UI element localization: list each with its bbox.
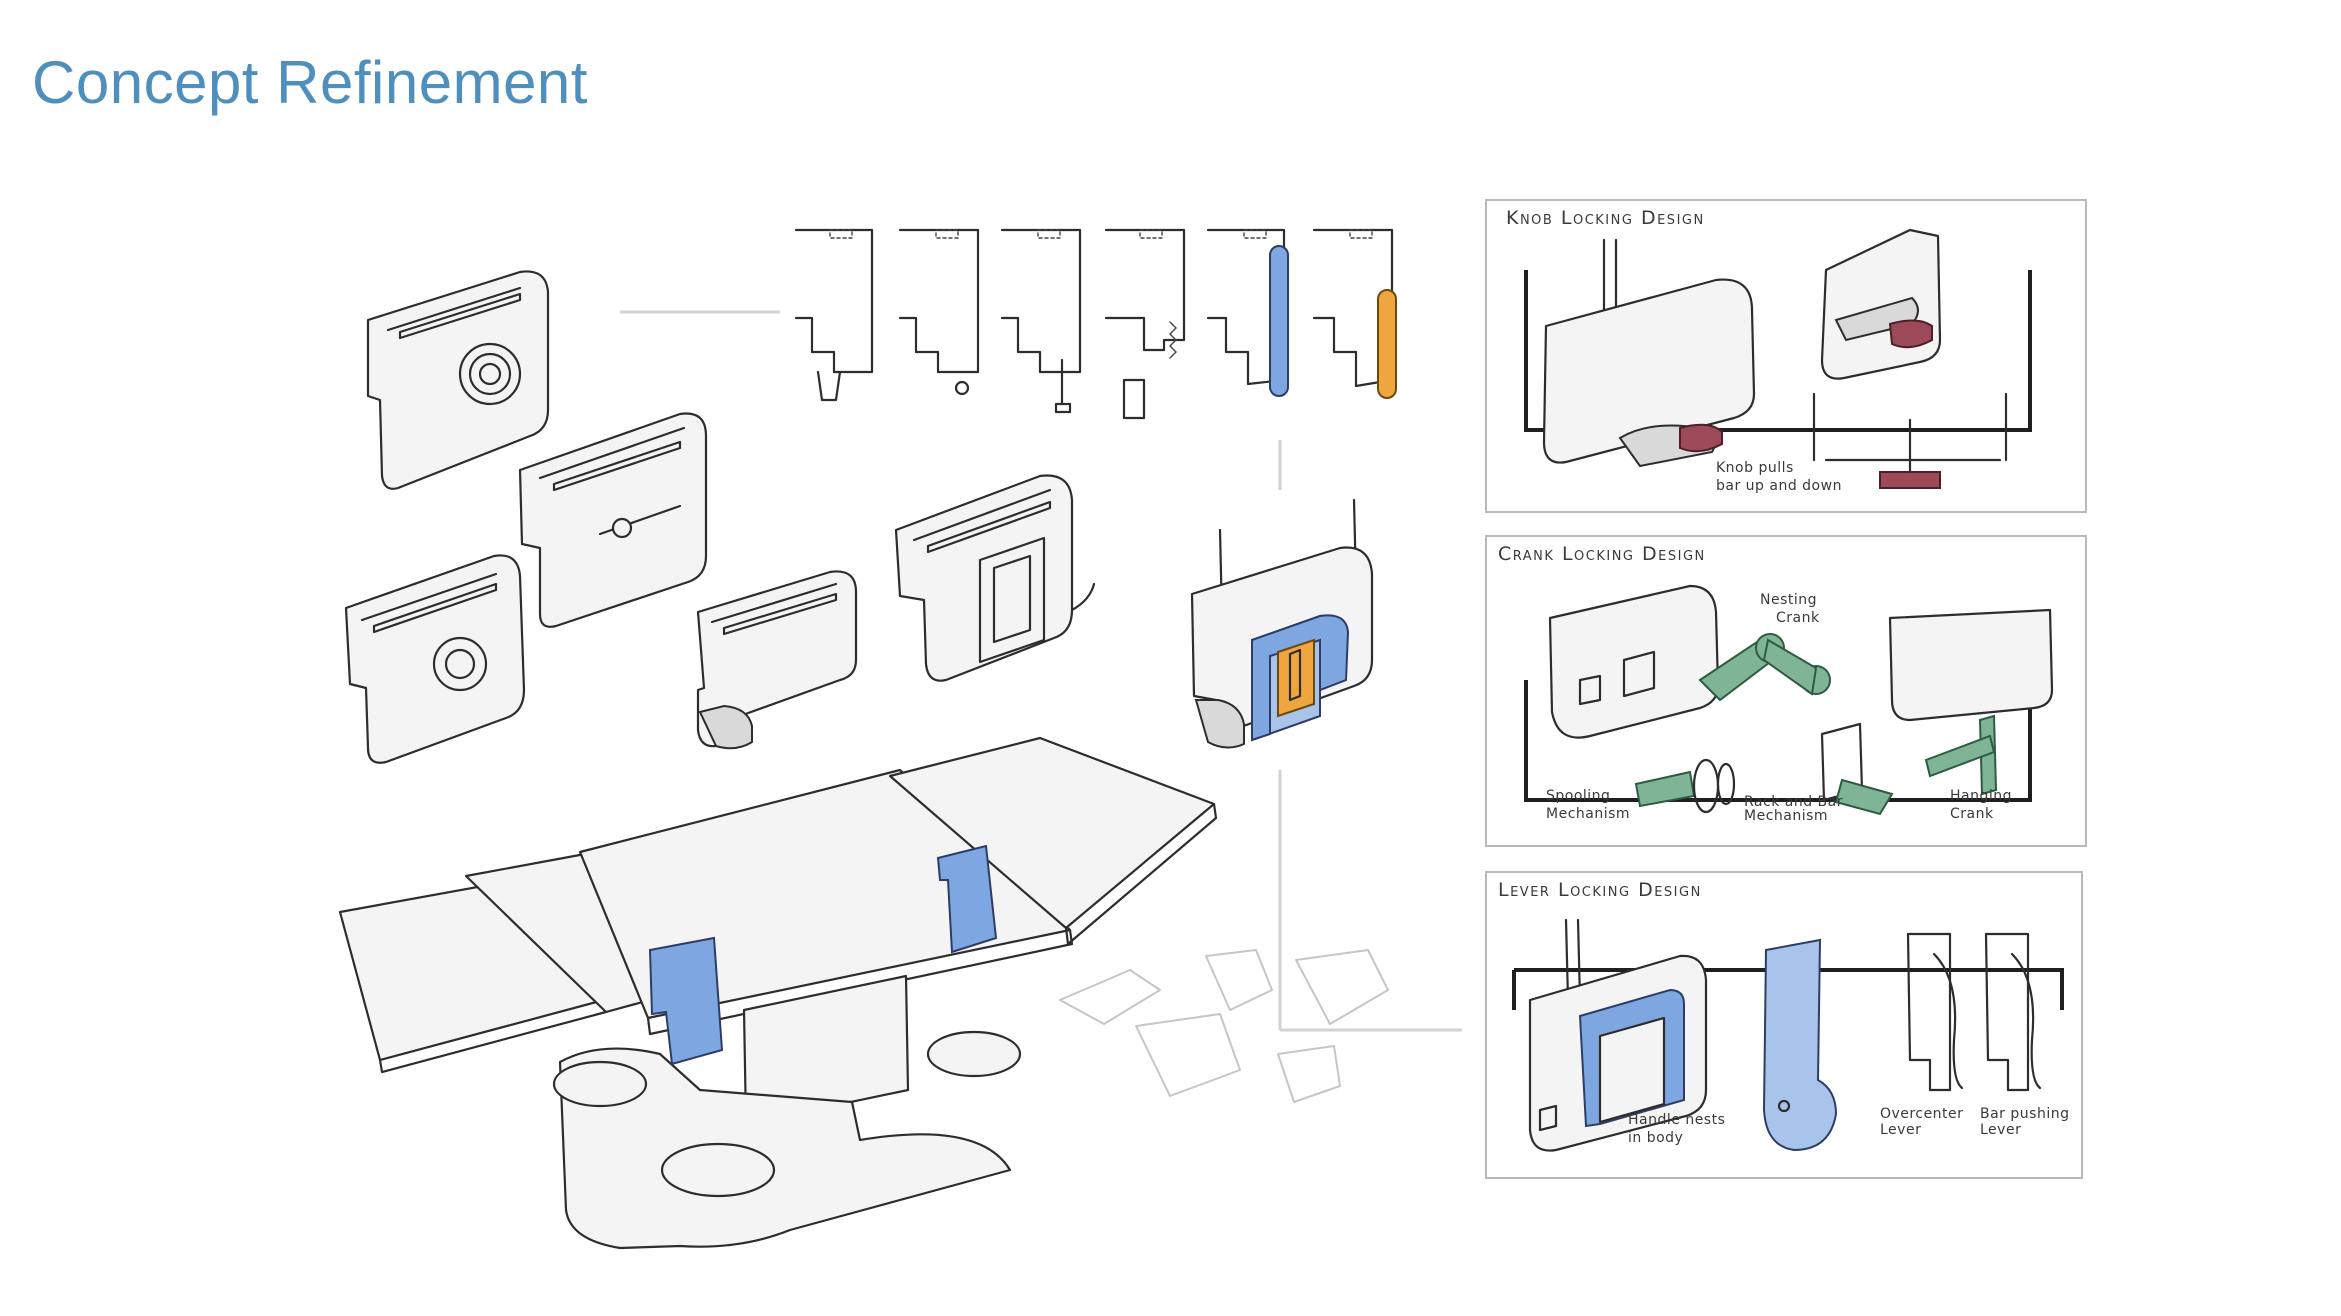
ghost-clamps [1059, 949, 1389, 1103]
crank-rack-line2: Mechanism [1744, 808, 1828, 824]
clamp-sketch-foot [696, 570, 858, 750]
clamp-sketch-u-bracket [894, 474, 1096, 682]
crank-spooling-line2: Mechanism [1546, 806, 1630, 822]
lever-barpush-line2: Lever [1980, 1122, 2021, 1138]
crank-rack-line1: Rack and Bar [1744, 794, 1843, 810]
lever-overcenter-line1: Overcenter [1880, 1106, 1963, 1122]
clamp-sketch-knob-front [366, 270, 550, 490]
panel-lever-locking: Lever Locking Design Handle nests in bod… [1485, 871, 2083, 1179]
profile-series [794, 228, 1397, 420]
lever-handle-line2: in body [1628, 1130, 1683, 1146]
clamp-sketch-knob-side [344, 554, 526, 764]
crank-hanging-line1: Hanging [1950, 788, 2012, 804]
panel-crank-locking: Crank Locking Design Nesting Crank Spool… [1485, 535, 2087, 847]
lever-handle-line1: Handle nests [1628, 1112, 1725, 1128]
operating-table [338, 736, 1218, 1250]
crank-spooling-line1: Spooling [1546, 788, 1610, 804]
panel-knob-locking: Knob Locking Design Knob pulls bar up an… [1485, 199, 2087, 513]
crank-hanging-line2: Crank [1950, 806, 1994, 822]
lever-panel-label: Lever Locking Design [1498, 879, 1702, 901]
clamp-sketch-slider [518, 412, 708, 628]
crank-panel-label: Crank Locking Design [1498, 543, 1706, 565]
connector-lines [620, 310, 1462, 1032]
crank-nesting-line1: Nesting [1760, 592, 1817, 608]
lever-barpush-line1: Bar pushing [1980, 1106, 2069, 1122]
lever-overcenter-line2: Lever [1880, 1122, 1921, 1138]
knob-note-line2: bar up and down [1716, 478, 1842, 494]
crank-nesting-line2: Crank [1776, 610, 1820, 626]
knob-note-line1: Knob pulls [1716, 460, 1794, 476]
page-title: Concept Refinement [32, 49, 588, 116]
knob-panel-label: Knob Locking Design [1506, 207, 1705, 229]
clamp-sketch-highlighted [1190, 498, 1374, 749]
